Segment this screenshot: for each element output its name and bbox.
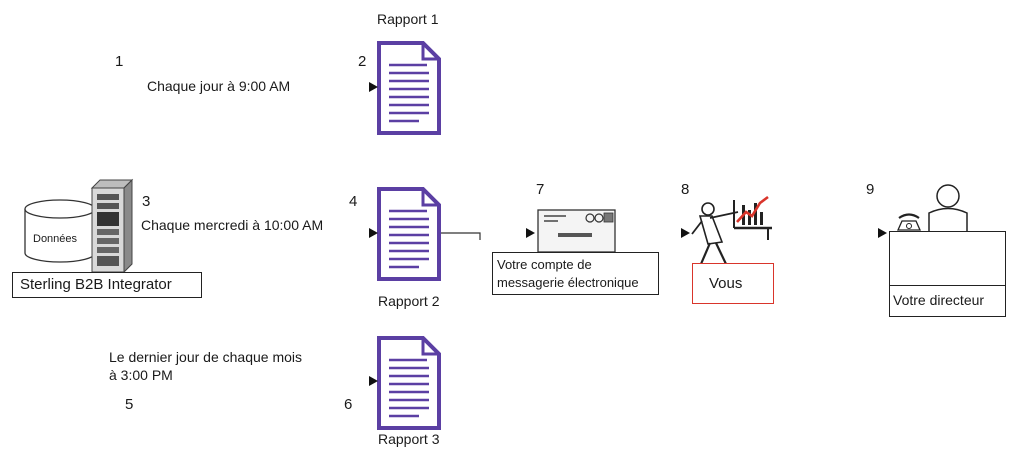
report2-document-icon bbox=[377, 187, 441, 281]
server-icon bbox=[90, 178, 134, 274]
report2-label: Rapport 2 bbox=[378, 293, 440, 309]
manager-label: Votre directeur bbox=[893, 292, 985, 308]
system-box: Sterling B2B Integrator bbox=[12, 272, 202, 298]
step-number-7: 7 bbox=[536, 181, 545, 198]
database-label: Données bbox=[33, 233, 78, 245]
arrow-icon bbox=[369, 82, 378, 92]
you-box: Vous bbox=[692, 263, 774, 304]
email-account-box: Votre compte de messagerie électronique bbox=[492, 252, 659, 295]
arrow-icon bbox=[526, 228, 535, 238]
step-number-9: 9 bbox=[866, 181, 875, 198]
telephone-icon bbox=[896, 213, 922, 231]
schedule-weekly: Chaque mercredi à 10:00 AM bbox=[141, 217, 324, 233]
email-label-line1: Votre compte de bbox=[497, 257, 592, 272]
manager-icon bbox=[928, 184, 968, 232]
step-number-4: 4 bbox=[349, 193, 358, 210]
report3-document-icon bbox=[377, 336, 441, 430]
step-number-2: 2 bbox=[358, 53, 367, 70]
schedule-monthly-line2: à 3:00 PM bbox=[109, 367, 173, 383]
connector-line bbox=[441, 232, 481, 240]
step-number-6: 6 bbox=[344, 396, 353, 413]
step-number-8: 8 bbox=[681, 181, 690, 198]
system-label: Sterling B2B Integrator bbox=[20, 276, 172, 293]
report1-document-icon bbox=[377, 41, 441, 135]
arrow-icon bbox=[878, 228, 887, 238]
arrow-icon bbox=[681, 228, 690, 238]
step-number-3: 3 bbox=[142, 193, 151, 210]
you-label: Vous bbox=[709, 275, 743, 292]
schedule-daily: Chaque jour à 9:00 AM bbox=[147, 78, 291, 94]
schedule-monthly-line1: Le dernier jour de chaque mois bbox=[109, 349, 303, 365]
report1-label: Rapport 1 bbox=[377, 11, 439, 27]
desk-divider bbox=[890, 285, 1005, 286]
manager-desk-box: Votre directeur bbox=[889, 231, 1006, 317]
step-number-1: 1 bbox=[115, 53, 124, 70]
email-label-line2: messagerie électronique bbox=[497, 275, 639, 290]
person-presenting-icon bbox=[691, 195, 772, 265]
arrow-icon bbox=[369, 376, 378, 386]
arrow-icon bbox=[369, 228, 378, 238]
database-icon bbox=[24, 199, 96, 263]
step-number-5: 5 bbox=[125, 396, 134, 413]
report3-label: Rapport 3 bbox=[378, 431, 440, 447]
envelope-icon bbox=[537, 209, 616, 253]
